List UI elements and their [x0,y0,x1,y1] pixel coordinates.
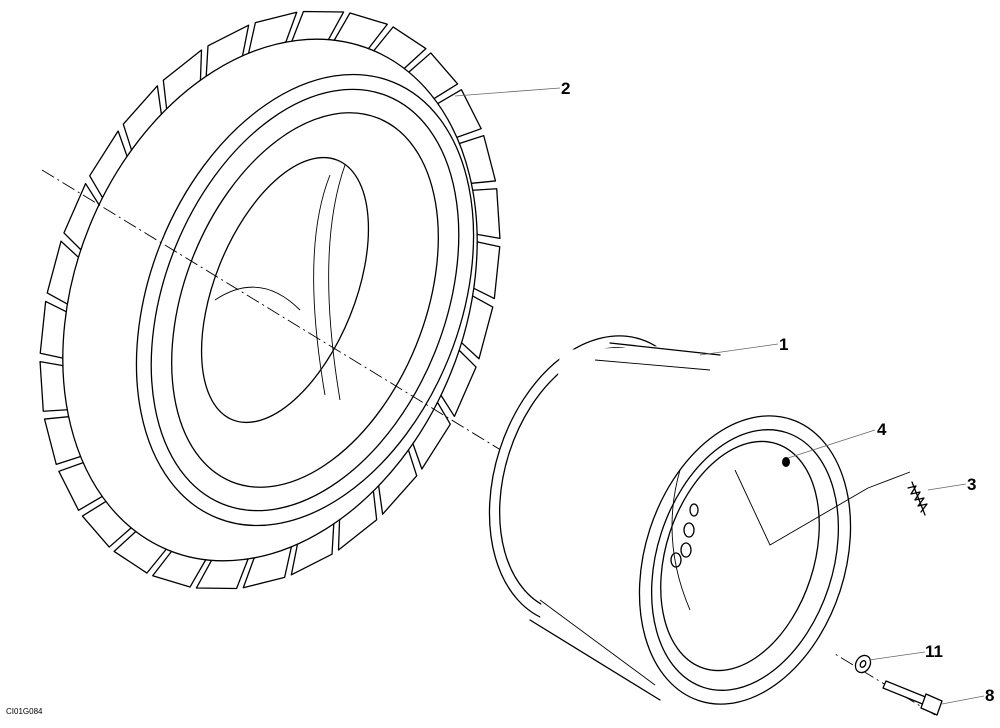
rim-front-flange-inner [650,429,840,691]
valve-thread [907,485,928,513]
callout-3: 3 [967,475,977,494]
rim-stud-hole [683,522,695,538]
rim-stud-hole [689,503,699,517]
bolt [882,680,943,716]
rim-stud-hole [670,552,682,568]
tyre-inner-edge [214,286,301,311]
rim-well [660,440,820,672]
valve-hole-mark [782,457,790,467]
leader-line-4 [787,429,876,459]
tyre [39,10,501,590]
leader-line-1 [699,343,779,356]
tyre-tread-lugs [39,10,501,590]
rim-barrel-top-edge [609,342,721,356]
rim-stud-hole [680,542,692,558]
valve [907,481,928,516]
washer-hole [859,660,867,668]
callout-2: 2 [561,79,571,98]
tyre-inner-wall-line [313,174,331,396]
rim-barrel-bottom-edge [529,619,661,701]
valve-projection-line [734,469,869,546]
tyre-outer-tread [62,38,478,562]
leader-line-3 [927,483,967,491]
rim-barrel-line [594,359,711,371]
tyre-sidewall-inner [150,88,460,512]
washer [854,654,872,674]
tyre-inner-bead [200,156,370,424]
callout-8: 8 [985,686,995,705]
leader-line-8 [941,695,985,705]
bolt-shank [882,680,929,706]
washer-body [854,654,872,674]
leader-line-2 [454,87,561,97]
bolt-head [920,693,943,716]
valve-projection-line [867,471,911,489]
rim-barrel-line [539,599,656,686]
rim [488,335,911,705]
callout-1: 1 [779,335,789,354]
callout-11: 11 [925,642,943,661]
tyre-sidewall-outer [135,73,475,527]
leader-line-11 [868,651,926,661]
tyre-inner-wall-line [328,164,346,401]
tyre-bead [171,112,439,488]
callout-4: 4 [877,420,887,439]
drawing-reference-id: CI01G084 [6,707,43,716]
rim-centre-disc [671,469,691,611]
